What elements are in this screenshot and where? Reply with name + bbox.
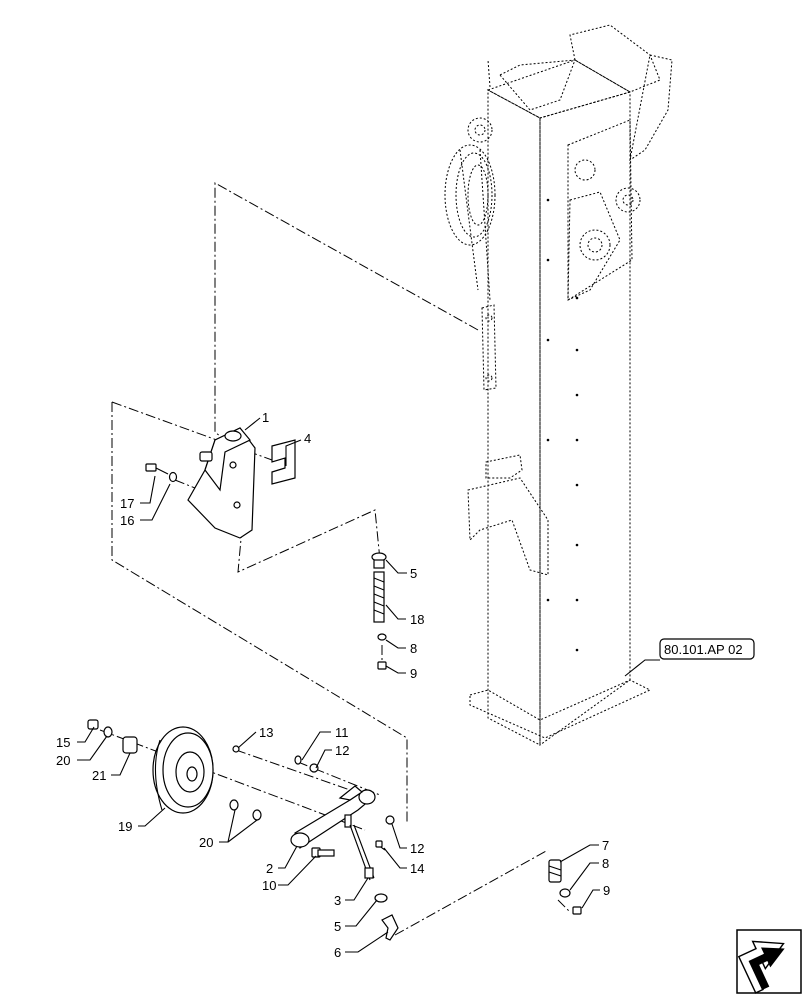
sprocket-upper-left	[467, 117, 493, 143]
callout-5: 5	[410, 566, 417, 581]
washer-12b	[385, 815, 395, 825]
bolt-10	[311, 847, 335, 858]
nut-13	[232, 745, 240, 753]
spring-stack-upper	[371, 552, 387, 670]
callout-20: 20	[56, 753, 70, 768]
callout-6: 6	[334, 945, 341, 960]
callout-19: 19	[118, 819, 132, 834]
spring-7	[548, 859, 562, 883]
callout-5: 5	[334, 919, 341, 934]
callout-9: 9	[410, 666, 417, 681]
washer-16	[168, 471, 178, 483]
bushing-21	[122, 736, 138, 754]
washer-5b	[374, 893, 388, 903]
callout-8: 8	[410, 641, 417, 656]
reference-link[interactable]: 80.101.AP 02	[659, 638, 755, 660]
callout-7: 7	[602, 838, 609, 853]
callout-12: 12	[410, 841, 424, 856]
callout-labels: 1 4 17 16 5 18 8 9 15 20 21 19 13 11 12 …	[56, 410, 610, 960]
bolt-17	[145, 463, 169, 475]
callout-10: 10	[262, 878, 276, 893]
clip-plate	[271, 439, 296, 485]
sprocket-right-lower	[579, 229, 611, 261]
next-page-arrow-icon[interactable]	[735, 929, 802, 994]
callout-4: 4	[304, 431, 311, 446]
callout-1: 1	[262, 410, 269, 425]
callout-20: 20	[199, 835, 213, 850]
washer-8b	[559, 888, 571, 898]
rod-3	[344, 814, 375, 881]
sprocket-right-upper	[574, 159, 641, 213]
callout-21: 21	[92, 768, 106, 783]
callout-8: 8	[602, 856, 609, 871]
idler-pulley-19	[152, 726, 214, 814]
callout-11: 11	[335, 725, 349, 740]
callout-15: 15	[56, 735, 70, 750]
callout-13: 13	[259, 725, 273, 740]
tensioner-bracket	[187, 427, 256, 539]
callout-3: 3	[334, 893, 341, 908]
leader-lines	[77, 417, 660, 953]
callout-12: 12	[335, 743, 349, 758]
bolt-14	[375, 840, 386, 851]
callout-18: 18	[410, 612, 424, 627]
nut-9b	[572, 906, 582, 915]
belt-pulley-group	[444, 144, 496, 301]
washer-20a	[103, 726, 113, 738]
callout-9: 9	[603, 883, 610, 898]
rivet-holes	[546, 198, 579, 652]
callout-2: 2	[266, 861, 273, 876]
callout-17: 17	[120, 496, 134, 511]
tensioner-arm	[290, 785, 376, 849]
callout-16: 16	[120, 513, 134, 528]
reference-label: 80.101.AP 02	[664, 642, 743, 657]
elevator-column	[444, 24, 673, 746]
washer-12a	[309, 763, 319, 773]
washer-11	[294, 755, 302, 765]
clip-6	[381, 914, 399, 941]
callout-14: 14	[410, 861, 424, 876]
